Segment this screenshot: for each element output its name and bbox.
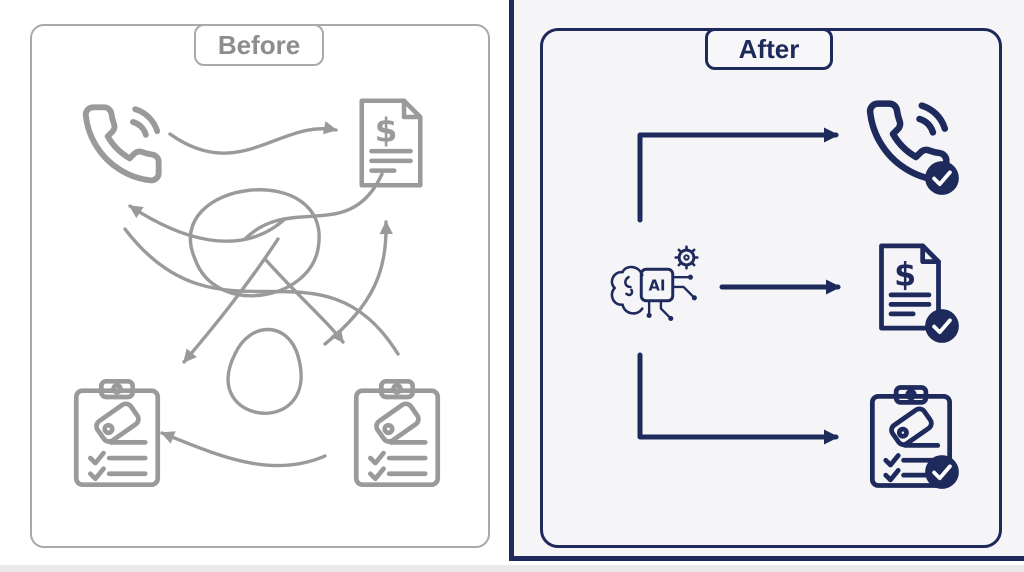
after-label: After [738,33,800,64]
invoice-icon: $ [359,98,423,188]
clipboard-checklist-icon [869,385,953,488]
clipboard-checklist-icon [73,378,161,488]
bottom-strip [0,565,1024,572]
invoice-icon: $ [879,243,941,331]
after-tab: After [705,28,833,70]
ai-chip-label: AI [649,277,666,294]
ai-output-arrows [637,127,841,445]
checkmark-badge [925,161,959,195]
before-label: Before [217,29,301,60]
checkmark-badge [925,455,959,489]
phone-icon [82,104,162,184]
before-tab: Before [194,24,324,66]
dollar-sign: $ [375,111,398,149]
checkmark-badge [925,309,959,343]
clipboard-checklist-icon [353,378,441,488]
phone-icon [866,100,950,184]
ai-brain-chip-icon: AI [610,245,699,321]
tangled-arrows [123,121,400,468]
dollar-sign: $ [894,257,916,293]
